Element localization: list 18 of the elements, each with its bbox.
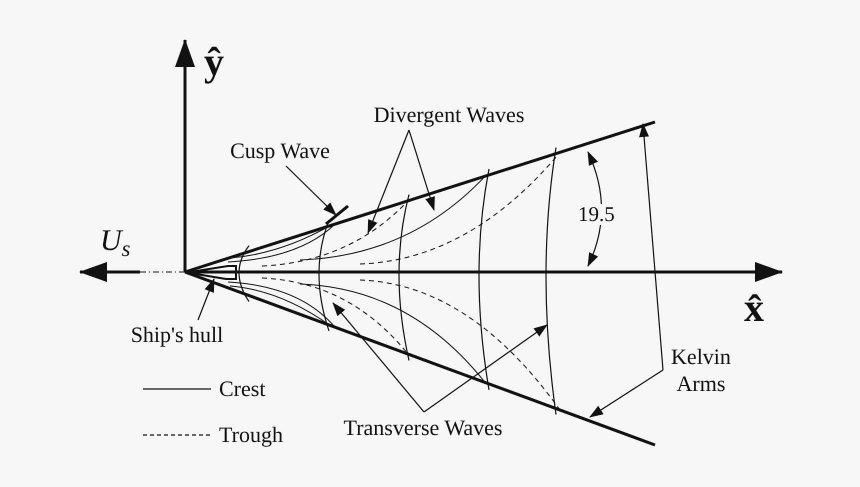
axis-label: ŷ	[204, 42, 224, 82]
axis-label: x̂	[744, 288, 764, 328]
leader-line	[286, 166, 337, 216]
leader-line	[367, 130, 410, 234]
legend-label: Crest	[219, 375, 266, 403]
callout-label: Ship's hull	[130, 321, 224, 349]
callout-label: Kelvin Arms	[670, 342, 732, 398]
leader-line	[408, 130, 435, 211]
legend-label: Trough	[219, 421, 283, 449]
leader-line	[639, 123, 664, 370]
callout-label: Transverse Waves	[344, 414, 502, 442]
callout-label: Divergent Waves	[374, 101, 524, 129]
leader-line	[197, 278, 215, 320]
callout-label: Cusp Wave	[230, 137, 330, 165]
axis-label: U$_{s}$	[100, 226, 130, 256]
leader-line	[589, 370, 664, 418]
leader-line	[424, 324, 548, 412]
leader-line	[332, 302, 424, 412]
